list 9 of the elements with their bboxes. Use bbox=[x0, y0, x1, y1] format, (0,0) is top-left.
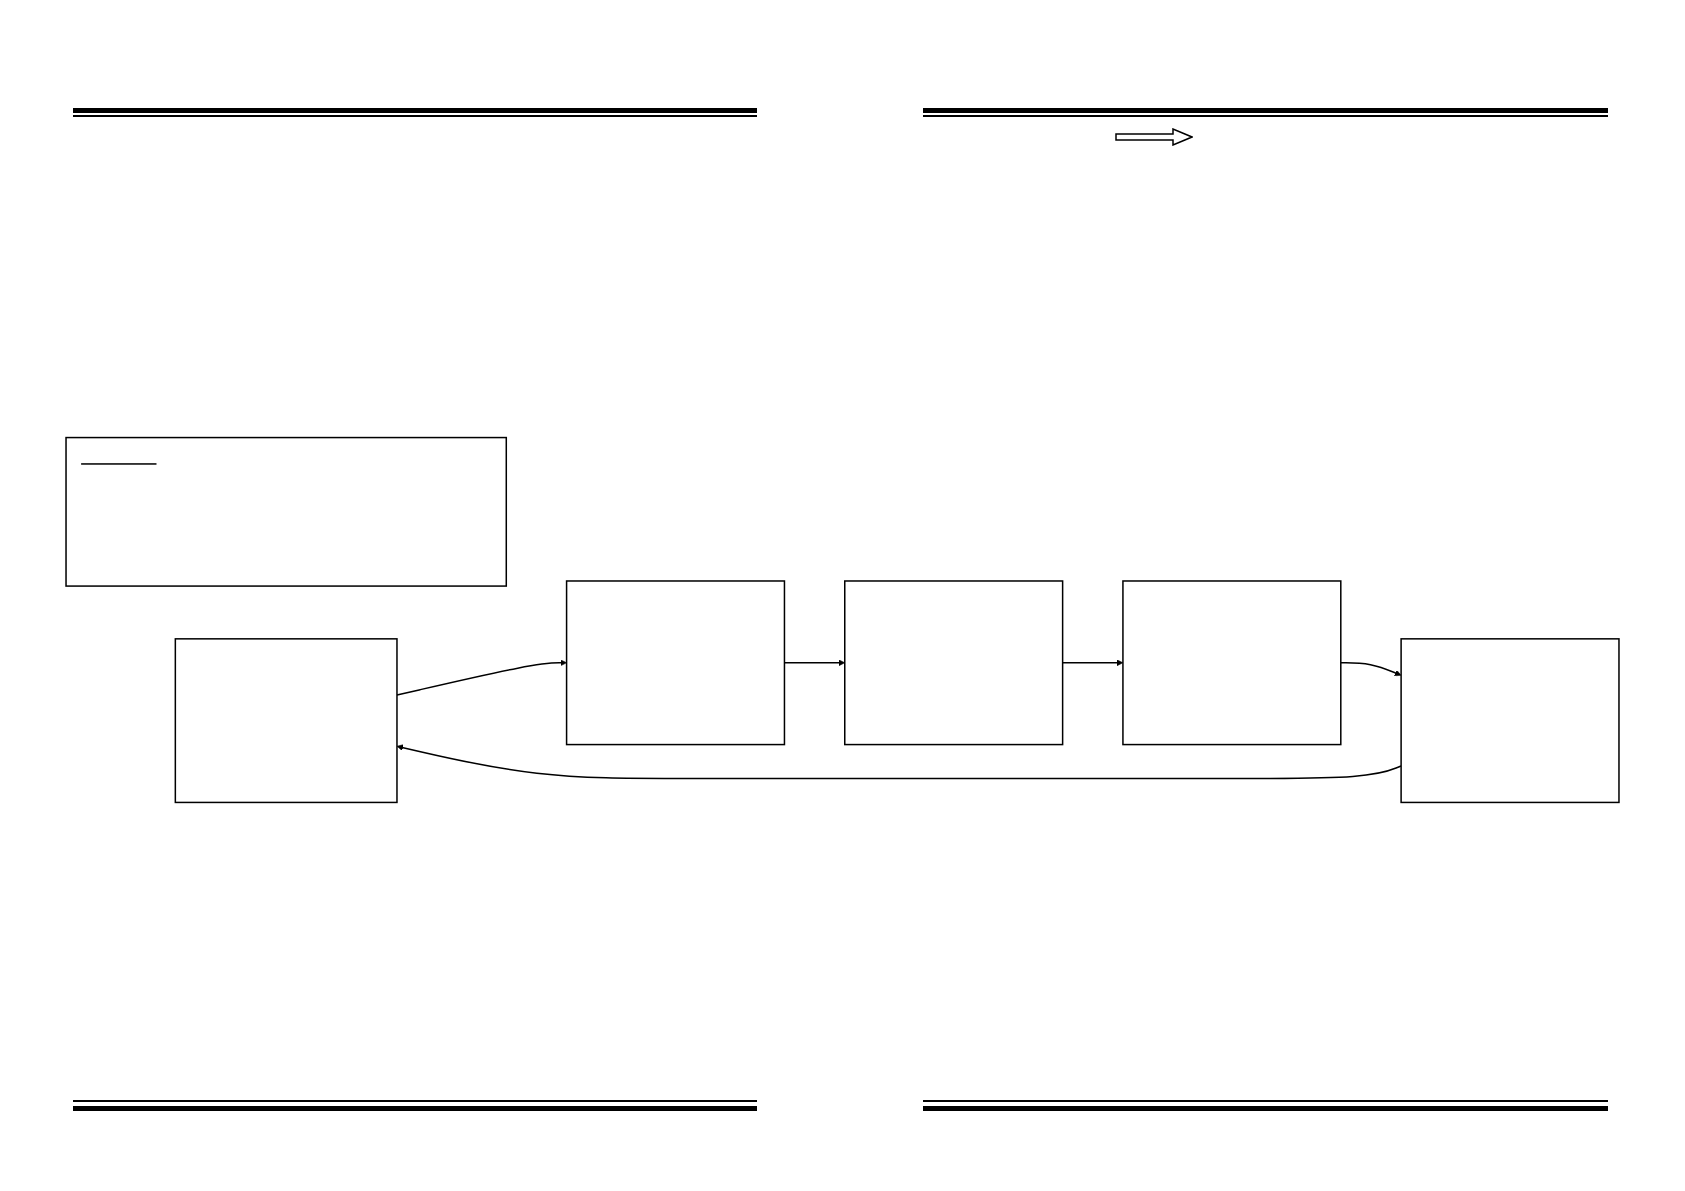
process-box bbox=[65, 436, 508, 587]
process-box bbox=[1400, 638, 1620, 804]
arrow bbox=[1340, 662, 1402, 677]
process-box bbox=[174, 638, 398, 804]
process-box bbox=[565, 580, 786, 746]
arrow bbox=[396, 744, 1402, 780]
process-box bbox=[844, 580, 1064, 746]
process-box bbox=[1122, 580, 1342, 746]
arrow bbox=[396, 659, 567, 696]
